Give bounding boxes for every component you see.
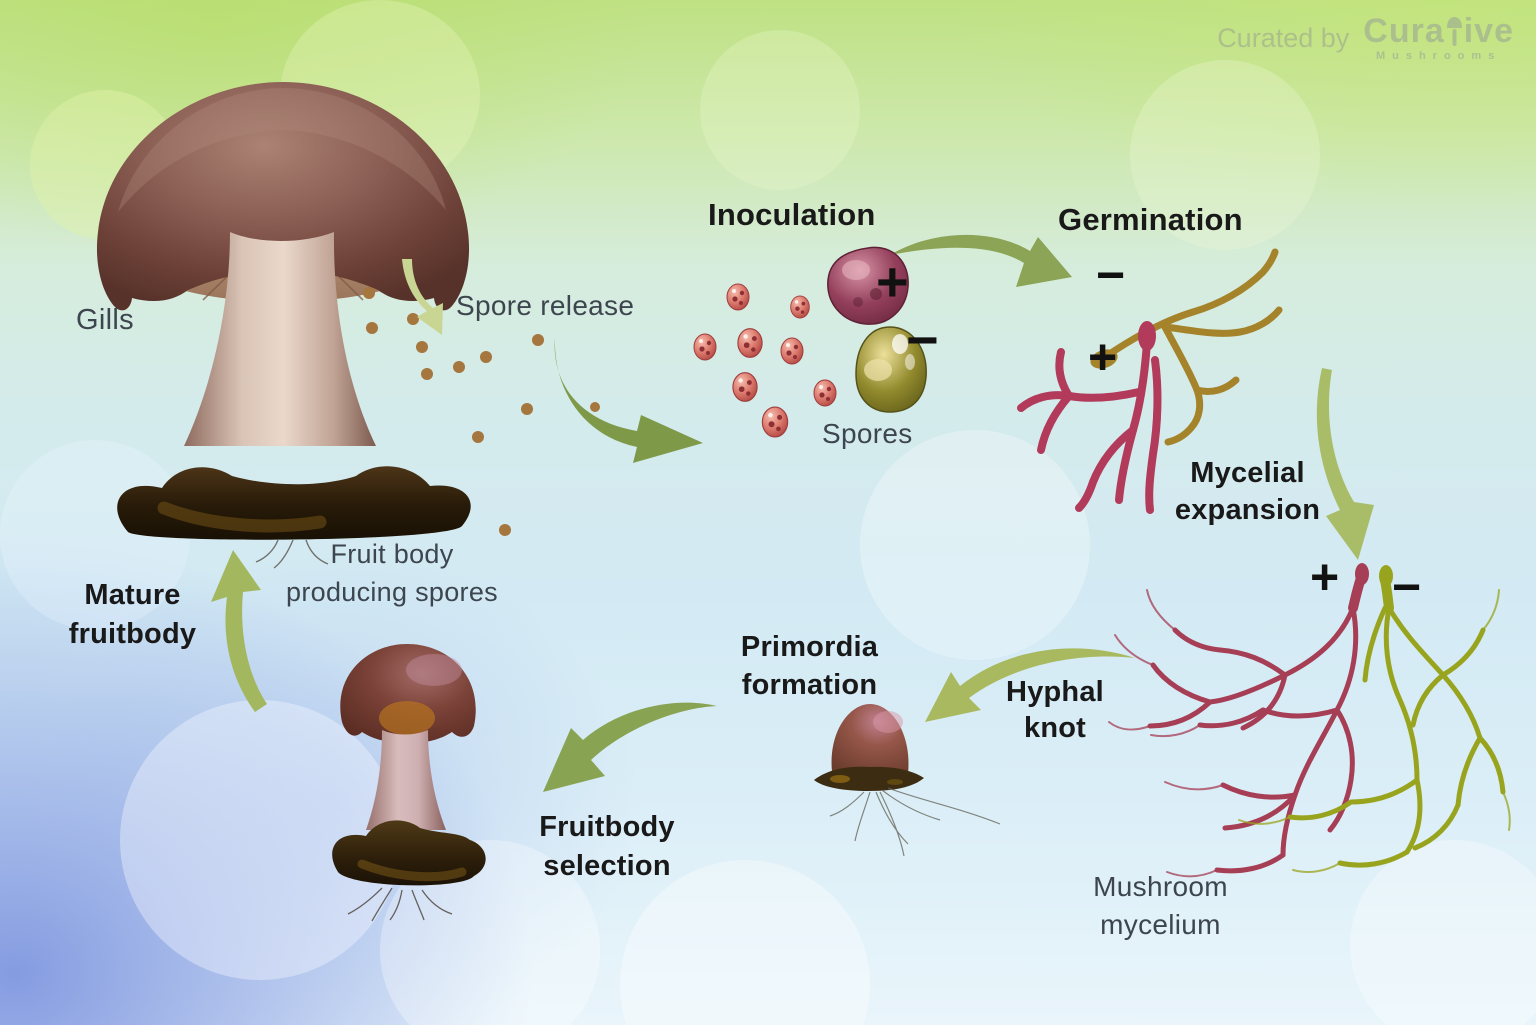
bokeh-circle <box>700 30 860 190</box>
mature-fruitbody-label: Mature fruitbody <box>68 579 197 650</box>
young-mushroom-illustration <box>332 644 486 922</box>
arrow-hyphal-knot <box>925 648 1135 722</box>
arrow-to-mature-fruitbody <box>211 550 267 712</box>
primordium-illustration <box>814 704 1001 857</box>
plus-sign-germination: + <box>1088 329 1118 385</box>
mushroom-stem <box>184 232 376 446</box>
spore-release-label: Spore release <box>456 290 635 321</box>
minus-sign-mycelium: − <box>1392 559 1422 615</box>
cap-highlight <box>118 88 446 212</box>
substrate-olive-streak <box>157 501 327 533</box>
minus-spore <box>855 326 927 413</box>
primordia-formation-label: Primordia formation <box>740 631 879 701</box>
plus-sign-inoculation: + <box>876 250 909 313</box>
curative-mushrooms-watermark: Curated by Cura ive Mushrooms <box>1217 14 1514 62</box>
brand-text-right: ive <box>1463 12 1514 50</box>
arrow-release-to-spores <box>554 337 703 463</box>
mature-mushroom-illustration <box>96 82 471 569</box>
hyphal-knot-label: Hyphal knot <box>1006 676 1104 744</box>
minus-mycelium <box>1287 575 1506 868</box>
arrow-mycelial-expansion <box>1316 368 1374 560</box>
minus-mycelium-fine <box>1238 589 1511 873</box>
mycelial-expansion-label: Mycelial expansion <box>1174 457 1321 526</box>
arrow-inoculation-to-germination <box>890 234 1072 287</box>
primordium-root-hairs <box>829 787 1001 857</box>
germination-hyphae <box>1017 248 1283 514</box>
plus-sign-mycelium: + <box>1310 549 1340 605</box>
mushroom-mycelium-illustration <box>1108 563 1511 878</box>
minus-sign-inoculation: − <box>906 308 939 371</box>
gills-label: Gills <box>76 304 134 336</box>
root-hairs <box>255 539 329 569</box>
minus-sign-germination: − <box>1096 247 1126 303</box>
brand-logo: Cura ive Mushrooms <box>1363 14 1514 62</box>
spore-release-arrow-icon <box>402 259 443 335</box>
fruit-body-producing-spores-label: Fruit body producing spores <box>286 539 498 607</box>
mushroom-cap <box>96 82 470 311</box>
young-stem <box>366 730 446 830</box>
curated-by-text: Curated by <box>1217 23 1350 53</box>
spores-label: Spores <box>822 418 913 449</box>
released-spore-dots <box>363 287 600 536</box>
plus-spore <box>827 246 909 325</box>
brand-text-left: Cura <box>1363 12 1445 50</box>
germination-label: Germination <box>1058 202 1243 237</box>
minus-hypha <box>1101 248 1283 446</box>
plus-mycelium <box>1147 573 1366 874</box>
plus-mycelium-fine <box>1108 589 1224 878</box>
young-cap <box>340 644 476 743</box>
fruitbody-selection-label: Fruitbody selection <box>539 811 675 882</box>
brand-subtitle: Mushrooms <box>1375 50 1502 62</box>
young-root-hairs <box>347 887 453 922</box>
arrow-to-fruitbody-selection <box>543 702 717 792</box>
plus-hypha <box>1017 338 1162 514</box>
mushroom-logo-icon <box>1446 17 1462 46</box>
inoculation-label: Inoculation <box>708 197 876 232</box>
mushroom-mycelium-label: Mushroom mycelium <box>1093 871 1228 940</box>
